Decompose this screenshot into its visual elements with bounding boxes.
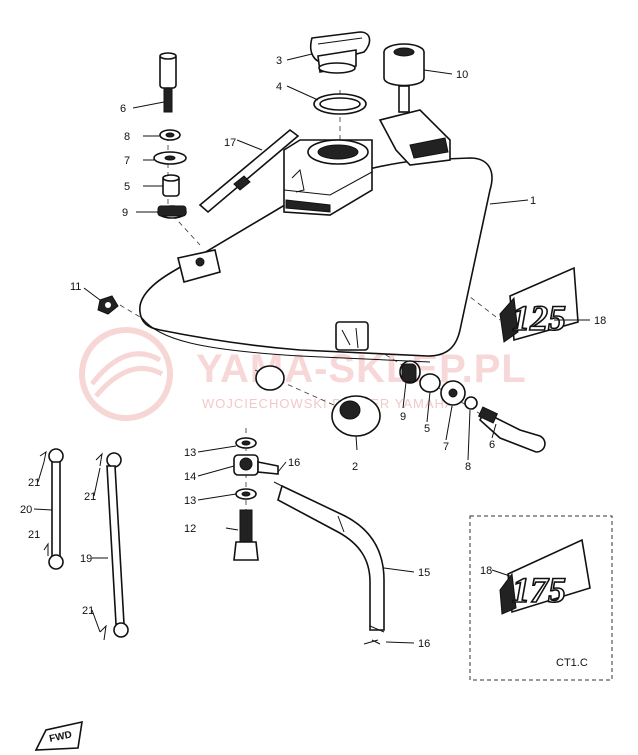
- callout-21c: 21: [28, 529, 40, 541]
- callout-12: 12: [184, 523, 196, 535]
- fuel-cock-assembly: [233, 437, 287, 561]
- callout-7b: 7: [443, 441, 449, 453]
- lower-mount-stack: [399, 360, 546, 453]
- callout-16b: 16: [418, 638, 430, 650]
- cap-gasket: [313, 93, 367, 115]
- callout-6b: 6: [489, 439, 495, 451]
- watermark-subtext: WOJCIECHOWSKI DEALER YAMAHA: [202, 396, 455, 411]
- mount-bolt-upper: [159, 52, 177, 113]
- callout-18b: 18: [480, 565, 492, 577]
- callout-21a: 21: [28, 477, 40, 489]
- callout-18a: 18: [594, 315, 606, 327]
- fuel-tank: [139, 109, 493, 391]
- callout-6a: 6: [120, 103, 126, 115]
- forward-arrow-text: FWD: [48, 729, 73, 744]
- leader-lines: [33, 53, 590, 644]
- callout-1: 1: [530, 195, 536, 207]
- callout-3: 3: [276, 55, 282, 67]
- fuel-pipe: [277, 484, 385, 645]
- callout-21d: 21: [82, 605, 94, 617]
- callout-4: 4: [276, 81, 282, 93]
- variant-box: 175 CT1.C: [469, 515, 613, 681]
- emblem-125-text: 125: [512, 298, 566, 338]
- callout-5a: 5: [124, 181, 130, 193]
- callout-8a: 8: [124, 131, 130, 143]
- breather-hose: [198, 128, 300, 214]
- watermark: YAMA-SKLEP.PL WOJCIECHOWSKI DEALER YAMAH…: [79, 327, 527, 421]
- callout-14: 14: [184, 471, 196, 483]
- callout-9b: 9: [400, 411, 406, 423]
- callout-17: 17: [224, 137, 236, 149]
- ground-lead-short: [39, 448, 64, 570]
- callout-2: 2: [352, 461, 358, 473]
- callout-21b: 21: [84, 491, 96, 503]
- callout-13b: 13: [184, 495, 196, 507]
- emblem-175-text: 175: [512, 570, 566, 610]
- callout-11: 11: [70, 281, 81, 293]
- callout-19: 19: [80, 553, 92, 565]
- callout-10: 10: [456, 69, 468, 81]
- callout-16a: 16: [288, 457, 300, 469]
- callout-13a: 13: [184, 447, 196, 459]
- callout-20: 20: [20, 504, 32, 516]
- rubber-damper: [383, 43, 425, 113]
- variant-code: CT1.C: [556, 657, 588, 669]
- ground-lead-long: [95, 452, 129, 641]
- callout-15: 15: [418, 567, 430, 579]
- tank-grommet: [331, 395, 381, 437]
- emblem-125: 125: [499, 266, 579, 343]
- callout-5b: 5: [424, 423, 430, 435]
- fuel-cap: [310, 31, 371, 74]
- callout-7a: 7: [124, 155, 130, 167]
- forward-arrow: FWD: [34, 720, 83, 751]
- callout-8b: 8: [465, 461, 471, 473]
- callout-9a: 9: [122, 207, 128, 219]
- part-callouts: 1 2 3 4 5 5 6 6 7 7 8 8 9 9 10 11 12 13 …: [20, 55, 606, 650]
- mount-nut: [97, 295, 119, 315]
- watermark-text: YAMA-SKLEP.PL: [196, 347, 527, 391]
- upper-mount-stack: [153, 129, 187, 219]
